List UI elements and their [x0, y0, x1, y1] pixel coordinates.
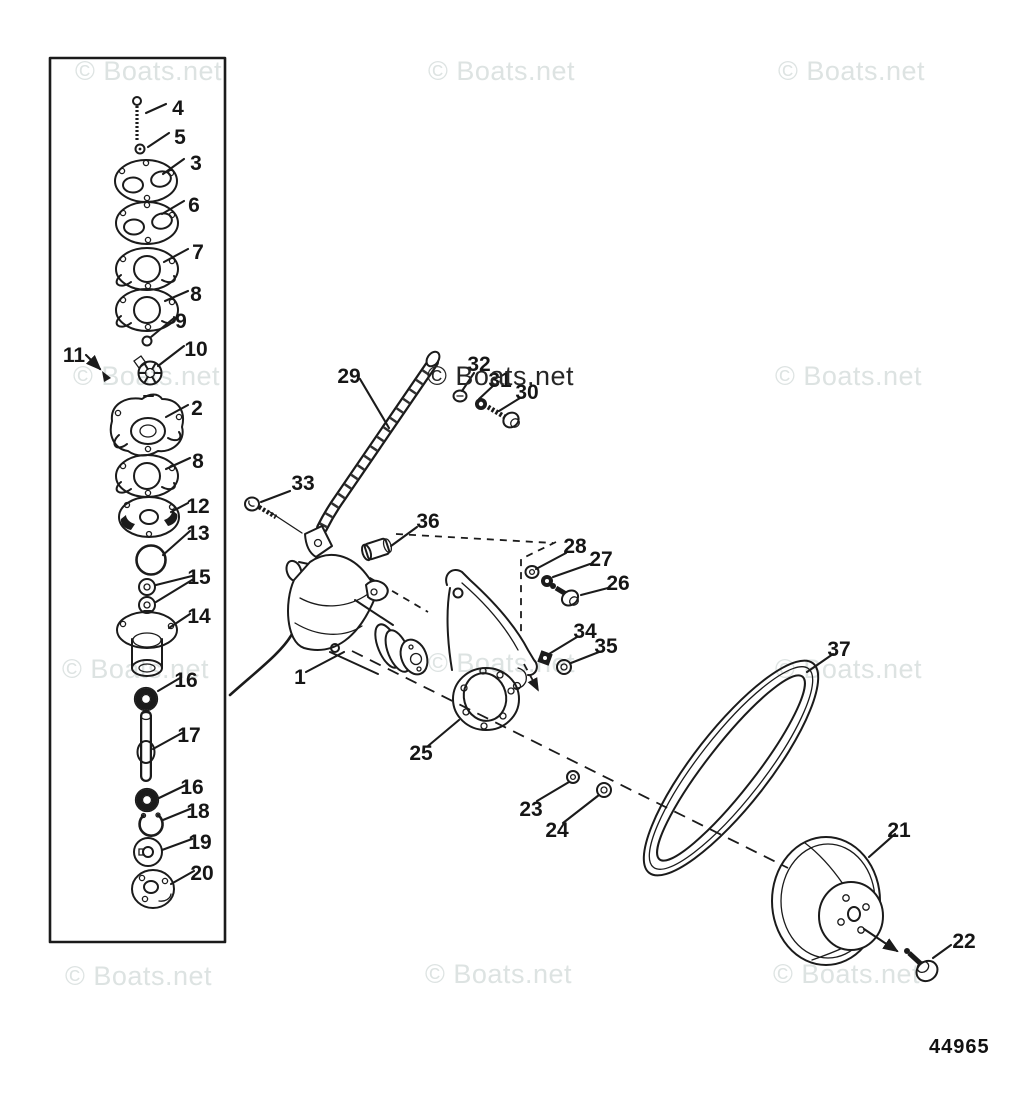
- part-washer-32: [452, 389, 468, 403]
- part-gasket-7: [115, 247, 179, 291]
- callout-9: 9: [175, 310, 187, 333]
- part-nut-35: [556, 659, 572, 675]
- callout-26: 26: [606, 572, 629, 595]
- callout-15: 15: [187, 566, 211, 589]
- callout-20: 20: [190, 862, 213, 885]
- part-shaft-17: [136, 710, 156, 782]
- parts-box-border: [48, 56, 227, 944]
- callout-28: 28: [563, 535, 587, 558]
- part-plate-6: [115, 201, 179, 245]
- callout-19: 19: [188, 831, 211, 854]
- part-plate-20: [131, 869, 175, 909]
- callout-14: 14: [187, 605, 211, 628]
- exploded-parts-box: [48, 56, 227, 944]
- part-gasket-3: [114, 159, 178, 203]
- part-plug-36: [361, 537, 393, 562]
- callout-labels: 4 5 3 6 7 8 9 10 11 2 8 12 13 15 14 16 1…: [63, 97, 976, 953]
- part-nut-24: [596, 782, 612, 798]
- part-pulley-21: [771, 836, 899, 966]
- callout-24: 24: [545, 819, 569, 842]
- watermark: © Boats.net: [775, 361, 922, 391]
- watermark: © Boats.net: [65, 961, 212, 991]
- part-pump-assembly-1: [228, 553, 429, 697]
- callout-4: 4: [172, 97, 184, 120]
- part-seal-16b: [136, 789, 159, 812]
- part-bolt-30: [486, 404, 520, 429]
- part-screw-4: [132, 96, 142, 141]
- callout-10: 10: [184, 338, 207, 361]
- part-rod-29: [304, 350, 441, 558]
- callout-1: 1: [294, 666, 306, 689]
- callout-8b: 8: [192, 450, 204, 473]
- callout-22: 22: [952, 930, 975, 953]
- callout-5: 5: [174, 126, 186, 149]
- part-washer-19: [133, 837, 163, 867]
- part-impeller-10: [133, 355, 163, 386]
- callout-25: 25: [409, 742, 433, 765]
- callout-8: 8: [190, 283, 202, 306]
- callout-30: 30: [515, 381, 538, 404]
- part-ball-9: [141, 335, 153, 347]
- part-washer-23: [566, 770, 580, 784]
- drawing-number: 44965: [929, 1036, 990, 1058]
- part-pin-11: [102, 371, 111, 382]
- part-nut-5: [134, 143, 146, 155]
- callout-21: 21: [887, 819, 911, 842]
- callout-35: 35: [594, 635, 618, 658]
- part-gasket-8: [115, 288, 179, 332]
- callout-34: 34: [573, 620, 597, 643]
- part-clip-18: [138, 812, 164, 837]
- callout-31: 31: [488, 369, 512, 392]
- watermarks-light: © Boats.net © Boats.net © Boats.net © Bo…: [62, 56, 925, 991]
- part-bolt-22: [904, 948, 939, 983]
- watermark: © Boats.net: [778, 56, 925, 86]
- part-gasket-8b: [115, 454, 179, 498]
- part-bolt-33: [244, 496, 303, 534]
- callout-13: 13: [186, 522, 209, 545]
- part-nut-31: [475, 398, 487, 410]
- part-plate-12: [118, 496, 180, 538]
- watermark: © Boats.net: [425, 959, 572, 989]
- callout-32: 32: [467, 353, 490, 376]
- watermark-dark: © Boats.net: [427, 361, 574, 391]
- callout-11: 11: [63, 344, 86, 367]
- part-housing-2: [109, 393, 184, 457]
- callout-23: 23: [519, 798, 542, 821]
- watermark: © Boats.net: [428, 56, 575, 86]
- callout-12: 12: [186, 495, 209, 518]
- callout-16: 16: [174, 669, 197, 692]
- part-oring-13: [135, 544, 167, 576]
- part-bracket-25: [445, 568, 538, 731]
- watermark: © Boats.net: [75, 56, 222, 86]
- callout-16b: 16: [180, 776, 203, 799]
- part-belt-37: [642, 659, 820, 877]
- part-nut-27: [541, 575, 553, 587]
- watermark: © Boats.net: [775, 654, 922, 684]
- callout-36: 36: [416, 510, 439, 533]
- callout-17: 17: [177, 724, 200, 747]
- watermark: © Boats.net: [773, 959, 920, 989]
- leader-lines: [84, 102, 953, 960]
- part-housing-14: [116, 610, 178, 677]
- callout-7: 7: [192, 241, 204, 264]
- watermark: © Boats.net: [62, 654, 209, 684]
- part-washer-28: [524, 565, 540, 579]
- part-washer-15a: [138, 578, 156, 596]
- callout-33: 33: [291, 472, 314, 495]
- callout-37: 37: [827, 638, 850, 661]
- callout-2: 2: [191, 397, 203, 420]
- callout-6: 6: [188, 194, 200, 217]
- callout-3: 3: [190, 152, 202, 175]
- part-bolt-26: [550, 583, 580, 607]
- callout-18: 18: [186, 800, 210, 823]
- callout-29: 29: [337, 365, 360, 388]
- part-seal-16: [135, 688, 158, 711]
- callout-27: 27: [589, 548, 612, 571]
